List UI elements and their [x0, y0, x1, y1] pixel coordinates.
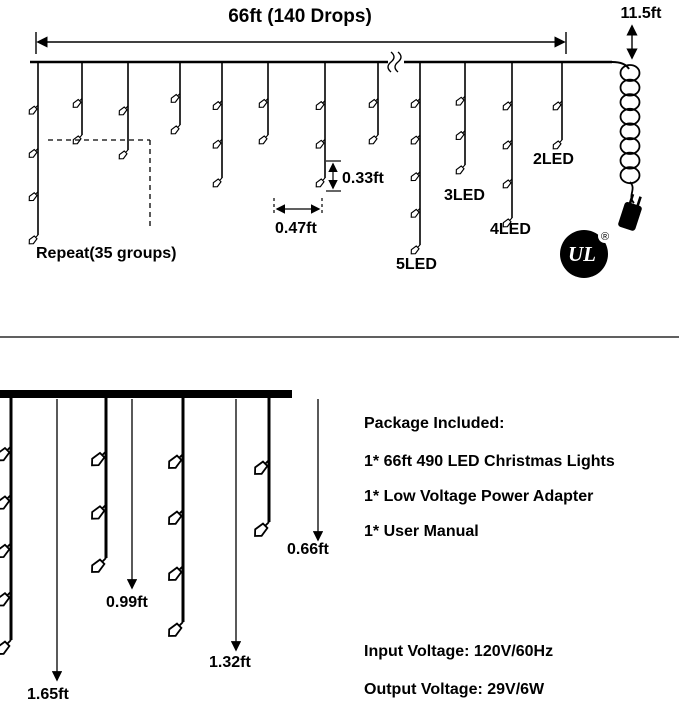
package-item-lights: 1* 66ft 490 LED Christmas Lights [364, 453, 615, 470]
repeat-label: Repeat(35 groups) [36, 245, 176, 262]
coil-loop [619, 166, 641, 185]
led-bulb [410, 171, 421, 182]
led-bulb [315, 138, 326, 149]
led-bulb [315, 177, 326, 188]
led-bulb [552, 139, 563, 150]
led-bulb [28, 191, 39, 202]
led-bulb [410, 98, 421, 108]
led-bulb [168, 565, 184, 581]
led-bulb [0, 494, 12, 510]
led-bulb [0, 639, 12, 655]
led-bulb [502, 139, 513, 150]
drop-spacing-marker [273, 198, 323, 216]
led-bulb [0, 445, 12, 462]
package-included-block: Package Included: 1* 66ft 490 LED Christ… [364, 415, 615, 558]
coiled-lead-wire [619, 64, 641, 185]
package-item-adapter: 1* Low Voltage Power Adapter [364, 488, 594, 505]
led-bulb [0, 542, 12, 559]
led-bulb [28, 234, 39, 245]
led-bulb [315, 100, 326, 110]
input-voltage-text: Input Voltage: 120V/60Hz [364, 643, 554, 660]
led-bulb [254, 521, 270, 537]
bottom-light-drops [0, 398, 271, 655]
plug-cord [629, 181, 635, 204]
led-bulb [368, 134, 379, 145]
wire-to-coil-connector [611, 61, 630, 70]
ul-logo-text: UL [568, 242, 596, 266]
led-bulb [410, 208, 421, 218]
drop-2led-label: 2LED [533, 151, 574, 168]
led-bulb [212, 177, 223, 188]
package-included-title: Package Included: [364, 415, 505, 432]
drop-4led-label: 4LED [490, 221, 531, 238]
output-voltage-text: Output Voltage: 29V/6W [364, 681, 545, 698]
led-bulb [502, 217, 513, 228]
led-bulb [168, 453, 184, 469]
led-bulb [410, 134, 421, 145]
package-item-manual: 1* User Manual [364, 523, 479, 540]
led-bulb [552, 100, 563, 111]
drop-spacing-label: 0.47ft [275, 220, 317, 237]
drop-099-label: 0.99ft [106, 594, 148, 611]
lead-wire-length-label: 11.5ft [621, 5, 663, 22]
led-bulb [455, 164, 466, 175]
drop-066-label: 0.66ft [287, 541, 329, 558]
coil-loop [619, 64, 641, 82]
registered-trademark-symbol: ® [601, 231, 609, 243]
ul-certification-logo: UL ® [560, 229, 612, 278]
led-bulb [212, 100, 223, 110]
wire-break-mark [387, 50, 404, 74]
led-bulb [91, 504, 107, 520]
bulb-spacing-label: 0.33ft [342, 170, 384, 187]
coil-loop [619, 107, 641, 126]
coil-loop [619, 122, 641, 141]
led-bulb [455, 130, 466, 140]
led-bulb [258, 134, 269, 145]
led-bulb [212, 138, 223, 149]
led-bulb [72, 98, 83, 108]
voltage-specs-block: Input Voltage: 120V/60Hz Output Voltage:… [364, 643, 553, 699]
led-bulb [118, 149, 129, 160]
drop-3led-label: 3LED [444, 187, 485, 204]
bulb-spacing-marker [326, 160, 341, 192]
led-bulb [91, 557, 107, 573]
power-plug-icon [618, 193, 642, 231]
coil-loop [619, 78, 641, 97]
led-bulb [455, 95, 466, 106]
drop-5led-label: 5LED [396, 256, 437, 273]
total-length-label: 66ft (140 Drops) [228, 6, 372, 27]
top-light-drops [28, 62, 563, 255]
led-bulb [118, 105, 129, 116]
led-bulb [502, 178, 513, 189]
led-bulb [91, 450, 107, 467]
led-bulb [168, 621, 184, 637]
led-bulb [170, 124, 181, 135]
coil-loop [619, 137, 641, 155]
drop-132-label: 1.32ft [209, 654, 251, 671]
led-bulb [410, 244, 421, 255]
coil-loop [619, 93, 641, 112]
led-bulb [254, 459, 270, 475]
drop-165-label: 1.65ft [27, 686, 69, 703]
led-bulb [502, 100, 513, 111]
led-bulb [28, 148, 39, 158]
led-bulb [258, 98, 269, 108]
led-bulb [0, 590, 12, 607]
led-bulb [168, 509, 184, 525]
led-bulb [368, 98, 379, 108]
led-bulb [28, 104, 39, 115]
coil-loop [619, 151, 641, 170]
led-bulb [170, 93, 181, 103]
bottom-main-wire-bar [0, 390, 292, 398]
